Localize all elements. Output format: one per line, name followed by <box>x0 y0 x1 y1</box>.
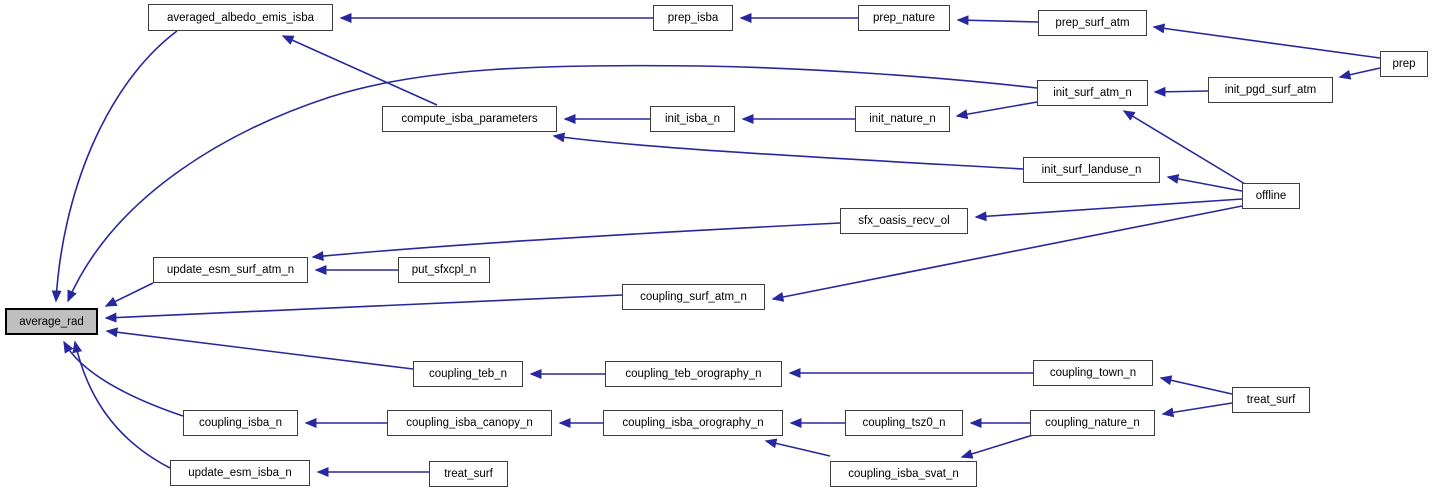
edge-update_esm_surf_atm_n-to-average_rad <box>104 282 154 307</box>
edge-prep-to-prep_surf_atm <box>1152 23 1381 59</box>
edge-compute_isba_parameters-to-averaged_albedo_emis_isba <box>281 35 438 106</box>
node-coupling_isba_svat_n[interactable]: coupling_isba_svat_n <box>830 461 977 487</box>
node-treat_surf_right[interactable]: treat_surf <box>1232 387 1310 413</box>
node-coupling_teb_n[interactable]: coupling_teb_n <box>413 361 523 387</box>
node-sfx_oasis_recv_ol[interactable]: sfx_oasis_recv_ol <box>840 208 968 234</box>
node-update_esm_surf_atm_n[interactable]: update_esm_surf_atm_n <box>153 257 308 283</box>
edge-sfx_oasis_recv_ol-to-update_esm_surf_atm_n <box>311 222 841 261</box>
edge-prep-to-init_pgd_surf_atm <box>1338 67 1381 80</box>
node-init_surf_landuse_n[interactable]: init_surf_landuse_n <box>1023 157 1160 183</box>
node-prep_isba[interactable]: prep_isba <box>653 5 733 31</box>
node-coupling_town_n[interactable]: coupling_town_n <box>1033 360 1153 386</box>
node-prep_surf_atm[interactable]: prep_surf_atm <box>1038 10 1147 36</box>
edge-update_esm_isba_n-to-average_rad <box>72 340 171 469</box>
edge-treat_surf_right-to-coupling_nature_n <box>1161 402 1233 418</box>
node-averaged_albedo_emis_isba[interactable]: averaged_albedo_emis_isba <box>148 4 333 31</box>
node-coupling_isba_canopy_n[interactable]: coupling_isba_canopy_n <box>387 410 552 436</box>
edge-offline-to-init_surf_landuse_n <box>1166 174 1243 192</box>
edge-coupling_teb_n-to-average_rad <box>105 327 414 370</box>
node-coupling_isba_n[interactable]: coupling_isba_n <box>183 410 298 436</box>
node-init_pgd_surf_atm[interactable]: init_pgd_surf_atm <box>1208 77 1333 103</box>
edge-coupling_isba_n-to-average_rad <box>63 340 184 417</box>
edge-offline-to-sfx_oasis_recv_ol <box>974 198 1243 222</box>
edge-init_pgd_surf_atm-to-init_surf_atm_n <box>1153 86 1209 97</box>
edge-init_surf_landuse_n-to-compute_isba_parameters <box>552 132 1024 170</box>
node-coupling_teb_orography_n[interactable]: coupling_teb_orography_n <box>605 361 782 387</box>
node-init_isba_n[interactable]: init_isba_n <box>650 106 735 132</box>
node-coupling_isba_orography_n[interactable]: coupling_isba_orography_n <box>603 410 783 436</box>
edge-offline-to-coupling_surf_atm_n <box>771 205 1243 302</box>
edge-coupling_isba_svat_n-to-coupling_isba_orography_n <box>764 438 831 457</box>
node-prep_nature[interactable]: prep_nature <box>858 5 950 31</box>
edge-init_surf_atm_n-to-average_rad <box>67 64 1038 303</box>
node-prep[interactable]: prep <box>1380 51 1428 77</box>
node-put_sfxcpl_n[interactable]: put_sfxcpl_n <box>398 257 490 283</box>
node-coupling_tsz0_n[interactable]: coupling_tsz0_n <box>845 410 963 436</box>
node-coupling_nature_n[interactable]: coupling_nature_n <box>1030 410 1155 436</box>
edge-coupling_surf_atm_n-to-average_rad <box>104 294 623 323</box>
node-treat_surf_bottom[interactable]: treat_surf <box>429 461 508 487</box>
node-average_rad[interactable]: average_rad <box>5 308 98 335</box>
edge-prep_surf_atm-to-prep_nature <box>956 15 1039 26</box>
node-coupling_surf_atm_n[interactable]: coupling_surf_atm_n <box>622 284 765 310</box>
edge-init_surf_atm_n-to-init_nature_n <box>955 101 1038 120</box>
node-init_surf_atm_n[interactable]: init_surf_atm_n <box>1037 80 1148 106</box>
edge-coupling_nature_n-to-coupling_isba_svat_n <box>960 434 1034 459</box>
node-compute_isba_parameters[interactable]: compute_isba_parameters <box>382 106 557 132</box>
node-update_esm_isba_n[interactable]: update_esm_isba_n <box>170 460 310 486</box>
node-init_nature_n[interactable]: init_nature_n <box>855 106 950 132</box>
node-offline[interactable]: offline <box>1242 183 1300 209</box>
edge-offline-to-init_surf_atm_n <box>1122 110 1246 185</box>
edge-averaged_albedo_emis_isba-to-average_rad <box>51 30 178 303</box>
edge-treat_surf_right-to-coupling_town_n <box>1159 375 1233 395</box>
